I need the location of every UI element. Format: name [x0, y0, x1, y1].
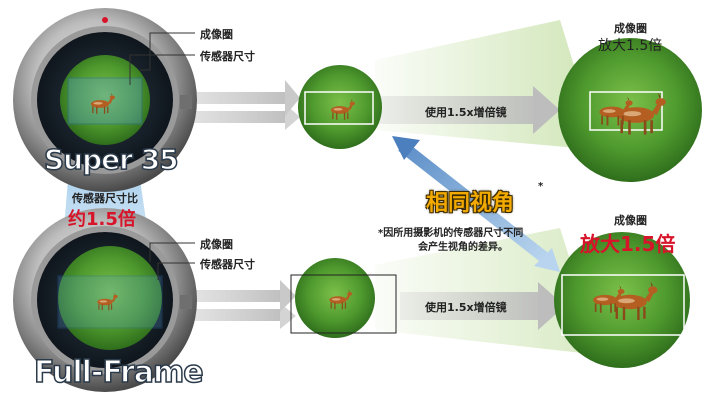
- diagonal-arrow: [392, 136, 560, 272]
- middle-top-view: [298, 65, 382, 149]
- result-bottom-zoom: 放大1.5倍: [580, 232, 676, 256]
- result-bottom-title: 成像圈: [614, 214, 647, 227]
- same-angle-title: 相同视角: [426, 191, 515, 216]
- note-line-2: 会产生视角的差异。: [418, 242, 508, 253]
- sensor-ratio-value: 约1.5倍: [68, 209, 136, 230]
- image-circle-label-top: 成像圈: [200, 28, 233, 41]
- middle-bottom-view: [290, 258, 397, 338]
- image-circle-label-bottom: 成像圈: [200, 238, 233, 251]
- sensor-size-label-top: 传感器尺寸: [200, 50, 255, 63]
- result-top-title: 成像圈: [614, 22, 647, 35]
- super35-label: Super 35: [43, 142, 179, 177]
- callout-lines: [129, 32, 195, 280]
- fullframe-label: Full-Frame: [33, 354, 204, 391]
- result-top-view: [558, 38, 702, 182]
- fullframe-mount: [13, 208, 197, 392]
- sensor-size-label-bottom: 传感器尺寸: [200, 258, 255, 271]
- sensor-ratio-caption: 传感器尺寸比: [72, 192, 138, 205]
- extender-label-bottom: 使用1.5x增倍镜: [425, 301, 507, 314]
- super35-mount: [13, 8, 197, 192]
- result-top-zoom: 放大1.5倍: [598, 38, 663, 54]
- same-angle-asterisk: *: [538, 181, 544, 192]
- result-bottom-view: [554, 232, 690, 368]
- extender-label-top: 使用1.5x增倍镜: [425, 106, 507, 119]
- note-line-1: *因所用摄影机的传感器尺寸不同: [378, 228, 524, 239]
